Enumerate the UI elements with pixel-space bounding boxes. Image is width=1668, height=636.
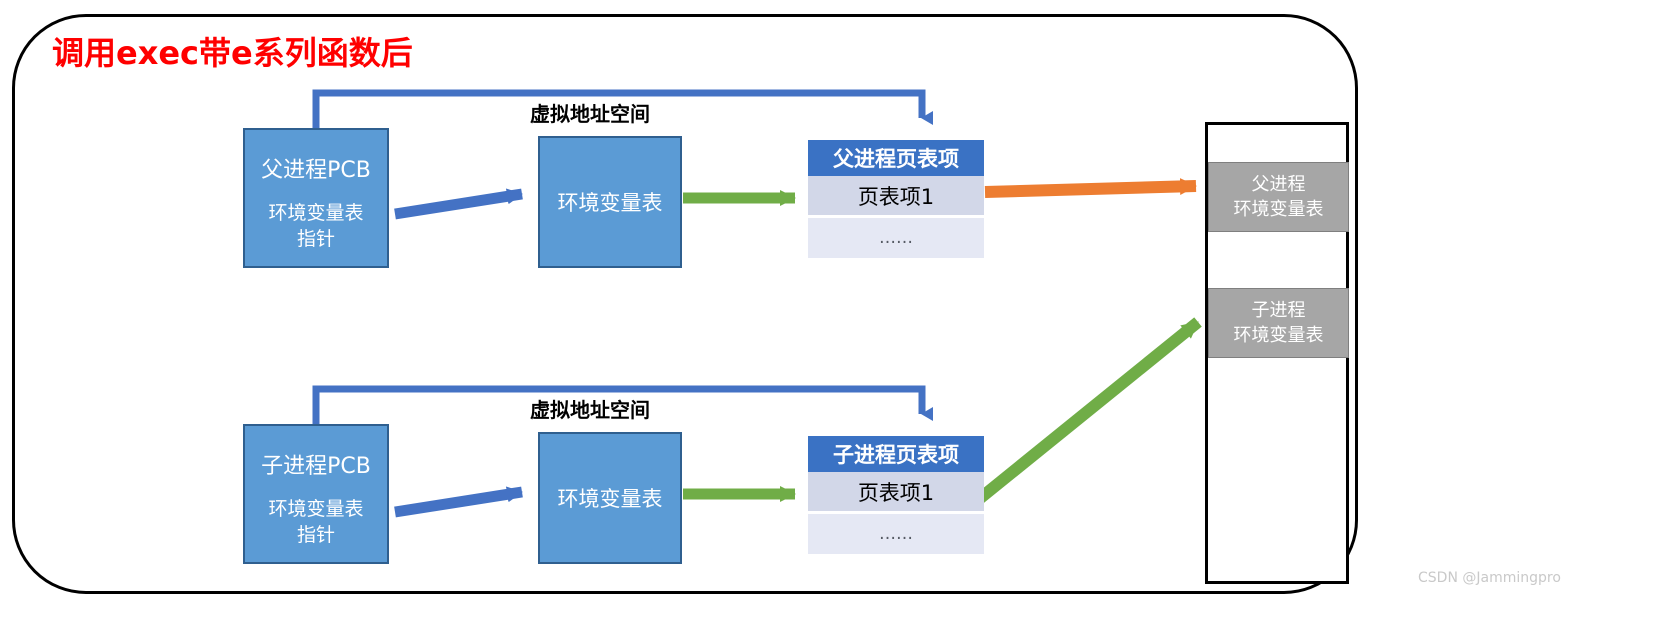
parent-page-table[interactable]: 父进程页表项 页表项1 …… — [808, 140, 984, 258]
parent-vas-label: 虚拟地址空间 — [530, 102, 650, 126]
parent-page-table-row-1[interactable]: …… — [808, 218, 984, 258]
child-page-table[interactable]: 子进程页表项 页表项1 …… — [808, 436, 984, 554]
child-pcb-subtitle: 环境变量表 指针 — [245, 496, 387, 548]
memory-block-child-env[interactable]: 子进程 环境变量表 — [1208, 288, 1349, 358]
memory-block-parent-line1: 父进程 — [1251, 174, 1306, 195]
child-pcb-sub-line1: 环境变量表 — [268, 498, 364, 520]
csdn-watermark: CSDN @Jammingpro — [1418, 570, 1561, 586]
memory-block-parent-line2: 环境变量表 — [1233, 199, 1324, 220]
parent-pcb-subtitle: 环境变量表 指针 — [245, 200, 387, 252]
parent-page-table-header: 父进程页表项 — [808, 140, 984, 176]
child-page-table-row-0[interactable]: 页表项1 — [808, 472, 984, 514]
child-env-table-box[interactable]: 环境变量表 — [538, 432, 682, 564]
child-page-table-row-1[interactable]: …… — [808, 514, 984, 554]
child-vas-label: 虚拟地址空间 — [530, 398, 650, 422]
page-title: 调用exec带e系列函数后 — [52, 34, 413, 72]
child-pcb-sub-line2: 指针 — [296, 524, 335, 546]
parent-pcb-sub-line2: 指针 — [296, 228, 335, 250]
parent-pcb-title: 父进程PCB — [261, 158, 371, 183]
parent-env-table-box[interactable]: 环境变量表 — [538, 136, 682, 268]
child-pcb-title: 子进程PCB — [261, 454, 371, 479]
child-pcb-box[interactable]: 子进程PCB 环境变量表 指针 — [243, 424, 389, 564]
outer-rounded-frame — [12, 14, 1358, 594]
memory-block-child-line1: 子进程 — [1251, 300, 1306, 321]
parent-pcb-sub-line1: 环境变量表 — [268, 202, 364, 224]
parent-page-table-row-0[interactable]: 页表项1 — [808, 176, 984, 218]
memory-block-child-line2: 环境变量表 — [1233, 325, 1324, 346]
child-page-table-header: 子进程页表项 — [808, 436, 984, 472]
memory-block-parent-env[interactable]: 父进程 环境变量表 — [1208, 162, 1349, 232]
parent-pcb-box[interactable]: 父进程PCB 环境变量表 指针 — [243, 128, 389, 268]
